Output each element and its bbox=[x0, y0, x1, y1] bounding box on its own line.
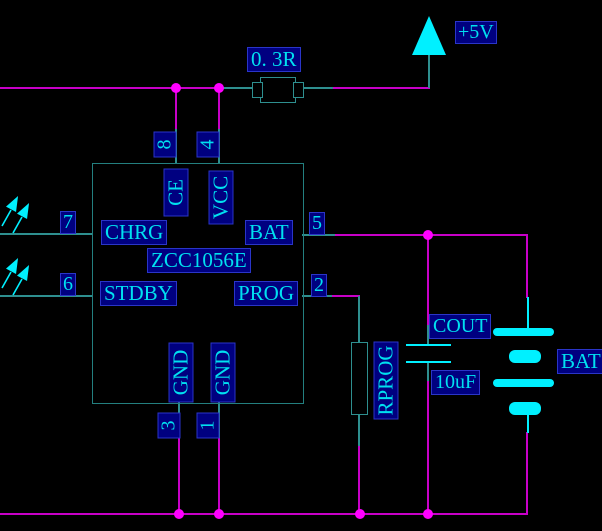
junction-dot bbox=[214, 509, 224, 519]
wire-pin6-lead bbox=[0, 295, 92, 297]
wire-pin5-stub bbox=[302, 234, 335, 236]
wire-top-rail-mid bbox=[333, 87, 430, 89]
resistor-0r3-value-label: 0. 3R bbox=[247, 47, 301, 72]
wire-pin2-run bbox=[331, 295, 360, 297]
battery-label: BAT bbox=[557, 349, 602, 374]
resistor-0r3-body bbox=[260, 77, 296, 103]
cout-capacitor-plate-top bbox=[406, 344, 451, 346]
wire-pin8-drop bbox=[175, 88, 177, 130]
ic-pin-label-bat: BAT bbox=[245, 220, 293, 245]
wire-cout-lower-drop bbox=[427, 380, 429, 515]
pin-number-2: 2 bbox=[311, 274, 327, 297]
battery-plate-short bbox=[509, 350, 541, 363]
wire-ground-rail bbox=[0, 513, 528, 515]
ic-pin-label-gnd-3: GND bbox=[168, 342, 194, 403]
resistor-0r3-right-cap bbox=[293, 82, 304, 98]
junction-dot bbox=[355, 509, 365, 519]
wire-cout-upper-drop bbox=[427, 236, 429, 326]
junction-dot bbox=[423, 509, 433, 519]
junction-dot bbox=[214, 83, 224, 93]
wire-top-rail-left bbox=[0, 87, 220, 89]
wire-rprog-upper-stub bbox=[358, 296, 360, 343]
pin-number-5: 5 bbox=[309, 212, 325, 235]
ic-part-number: ZCC1056E bbox=[147, 248, 251, 273]
junction-dot bbox=[174, 509, 184, 519]
wire-rprog-lower-drop bbox=[358, 445, 360, 515]
wire-pin3-lower-drop bbox=[178, 437, 180, 515]
pin-number-7: 7 bbox=[60, 211, 76, 234]
wire-5v-riser bbox=[428, 55, 430, 88]
pin-number-8: 8 bbox=[153, 131, 177, 158]
wire-rprog-lower-stub bbox=[358, 413, 360, 446]
resistor-0r3-left-cap bbox=[252, 82, 263, 98]
battery-plate-long bbox=[493, 379, 554, 387]
pin-number-6: 6 bbox=[60, 273, 76, 296]
wire-pin1-lower-drop bbox=[218, 437, 220, 515]
wire-cout-bottom-stub bbox=[427, 362, 429, 381]
cout-value-label: 10uF bbox=[431, 370, 481, 395]
ic-pin-label-prog: PROG bbox=[234, 281, 299, 306]
ic-pin-label-vcc: VCC bbox=[208, 170, 234, 225]
wire-pin4-drop bbox=[218, 88, 220, 130]
wire-battery-bottom-drop bbox=[526, 432, 528, 515]
wire-cout-top-stub bbox=[427, 325, 429, 345]
wire-resistor-right-stub bbox=[302, 87, 333, 89]
pin-number-1: 1 bbox=[196, 412, 220, 439]
battery-plate-short bbox=[509, 402, 541, 415]
junction-dot bbox=[171, 83, 181, 93]
junction-dot bbox=[423, 230, 433, 240]
wire-resistor-left-stub bbox=[219, 87, 255, 89]
cout-capacitor-plate-bottom bbox=[406, 361, 451, 363]
ic-pin-label-stdby: STDBY bbox=[100, 281, 177, 306]
power-flag-label: +5V bbox=[455, 21, 497, 44]
cout-designator-label: COUT bbox=[429, 314, 492, 339]
ic-pin-label-ce: CE bbox=[163, 168, 189, 217]
wire-battery-top-lead bbox=[527, 297, 529, 328]
wire-battery-top-drop bbox=[526, 235, 528, 298]
rprog-resistor-body bbox=[351, 342, 368, 415]
led-arrows-icon bbox=[1, 195, 30, 296]
pin-number-4: 4 bbox=[196, 131, 220, 158]
pin-number-3: 3 bbox=[157, 412, 181, 439]
battery-plate-long bbox=[493, 328, 554, 336]
power-flag-triangle-icon bbox=[412, 16, 446, 55]
ic-pin-label-chrg: CHRG bbox=[101, 220, 168, 245]
rprog-label: RPROG bbox=[373, 341, 399, 420]
ic-pin-label-gnd-1: GND bbox=[210, 342, 236, 403]
wire-battery-bottom-lead bbox=[527, 414, 529, 433]
wire-pin7-lead bbox=[0, 233, 92, 235]
ic-body bbox=[92, 163, 304, 404]
